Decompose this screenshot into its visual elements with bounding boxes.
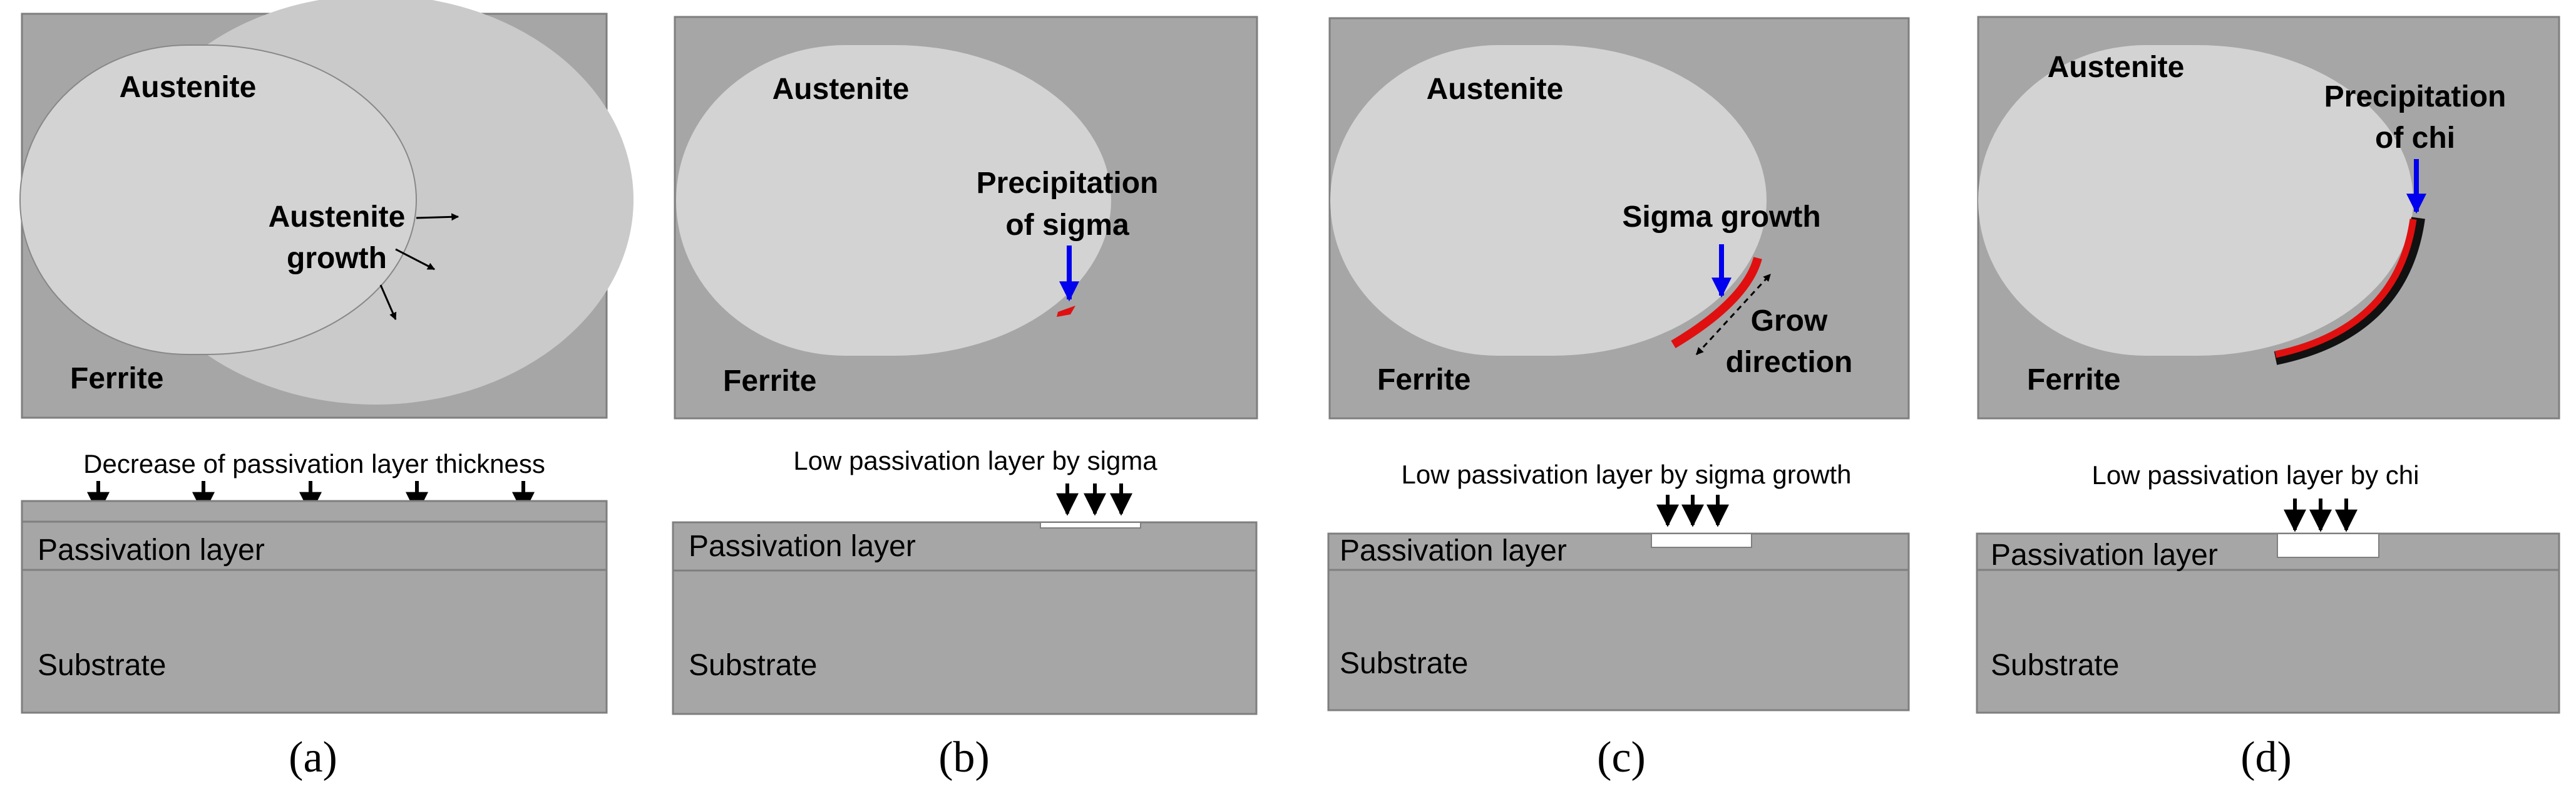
sigma-precipitate [1057, 306, 1075, 317]
substrate-label: Substrate [689, 649, 817, 682]
passivation-hole [1040, 522, 1141, 529]
substrate [672, 569, 1258, 715]
annotation-line-2: of chi [2375, 121, 2455, 155]
passivation-label: Passivation layer [38, 534, 265, 567]
passivation-label: Passivation layer [689, 530, 916, 563]
annotation-line-2: growth [287, 242, 387, 275]
substrate [1976, 569, 2560, 714]
panel-caption: (a) [289, 733, 337, 782]
growth-arrow [395, 248, 436, 271]
growth-arrow [379, 284, 397, 321]
ferrite-label: Ferrite [1377, 363, 1470, 396]
passivation-layer [21, 500, 608, 571]
substrate-label: Substrate [38, 649, 166, 682]
austenite-label: Austenite [120, 71, 257, 104]
original-austenite-outline [19, 44, 417, 355]
austenite-grain [676, 45, 1111, 356]
annotation-line-1: Austenite [269, 200, 406, 234]
annotation2-line-1: Grow [1751, 304, 1828, 338]
annotation-line-1: Precipitation [977, 167, 1159, 200]
passivation-label: Passivation layer [1991, 539, 2218, 572]
panel-c: Austenite Ferrite Sigma growth Grow dire… [1327, 17, 1910, 782]
sigma-arrows [1056, 483, 1132, 516]
passivation-label: Passivation layer [1340, 534, 1567, 567]
bottom-caption: Low passivation layer by chi [2092, 460, 2419, 490]
passivation-layer [672, 521, 1258, 572]
annotation-line-1: Precipitation [2324, 80, 2507, 113]
panel-caption: (b) [938, 733, 990, 782]
substrate [21, 569, 608, 714]
panel-caption: (d) [2240, 733, 2292, 782]
panel-d: Austenite Ferrite Precipitation of chi L… [1976, 16, 2560, 782]
passivation-hole [1651, 533, 1752, 548]
austenite-label: Austenite [2048, 51, 2185, 84]
bottom-caption: Low passivation layer by sigma [793, 446, 1157, 475]
austenite-grain [1978, 45, 2413, 356]
passivation-layer [1976, 532, 2560, 571]
chi-arrows [2284, 499, 2358, 532]
austenite-label: Austenite [772, 73, 910, 106]
annotation2-line-2: direction [1726, 346, 1853, 379]
annotation-line-1: Sigma growth [1622, 200, 1820, 234]
sigma-growth-arrows [1656, 495, 1729, 527]
bottom-caption: Low passivation layer by sigma growth [1401, 460, 1851, 489]
substrate [1327, 569, 1910, 711]
substrate-label: Substrate [1340, 647, 1468, 680]
passivation-hole [2277, 533, 2379, 558]
ferrite-label: Ferrite [2027, 363, 2120, 396]
substrate-label: Substrate [1991, 649, 2119, 682]
ferrite-label: Ferrite [723, 364, 816, 398]
chi-precipitate [2274, 217, 2425, 365]
panel-a: Austenite Ferrite Austenite growth Decre… [19, 0, 634, 782]
growth-arrow [416, 213, 459, 221]
sigma-precipitate [2274, 219, 2417, 358]
panel-caption: (c) [1597, 733, 1646, 782]
ferrite-label: Ferrite [70, 362, 163, 395]
austenite-grain [1330, 45, 1767, 356]
annotation-line-2: of sigma [1005, 209, 1129, 242]
panel-b: Austenite Ferrite Precipitation of sigma… [672, 16, 1258, 782]
grow-direction-arrow [1695, 273, 1772, 356]
bottom-caption: Decrease of passivation layer thickness [83, 449, 545, 478]
austenite-label: Austenite [1427, 73, 1564, 106]
